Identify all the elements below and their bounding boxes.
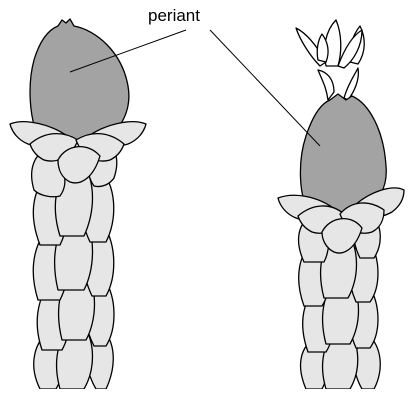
left-perianth bbox=[30, 19, 129, 140]
right-leaves bbox=[278, 188, 404, 389]
left-leaves bbox=[10, 122, 146, 389]
right-perianth-mouth bbox=[296, 20, 364, 100]
perianth-label: periant bbox=[148, 6, 238, 26]
leader-line-right bbox=[210, 30, 320, 146]
right-shoot bbox=[278, 20, 404, 389]
left-shoot bbox=[10, 19, 146, 389]
